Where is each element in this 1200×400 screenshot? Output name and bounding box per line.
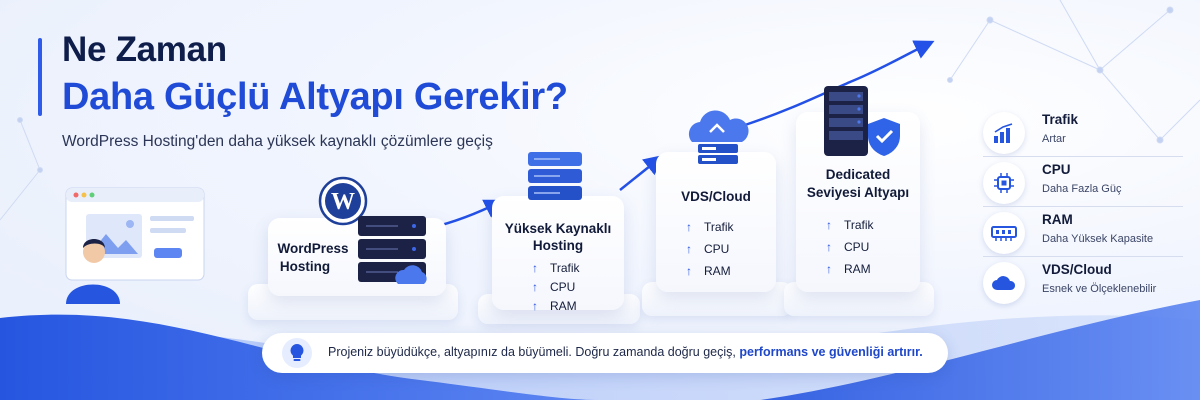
tip-banner: Projeniz büyüdükçe, altyapınız da büyüme… (262, 333, 948, 373)
stage2-feature-cpu: ↑CPU (532, 279, 576, 294)
lightbulb-icon (282, 338, 312, 368)
sidebar-title-vds-cloud: VDS/Cloud (1042, 262, 1112, 277)
stage2-title-b: Hosting (532, 238, 584, 253)
page-title-line2: Daha Güçlü Altyapı Gerekir? (62, 76, 568, 118)
stage4-card: Dedicated Seviyesi Altyapı ↑Trafik ↑CPU … (796, 112, 920, 292)
cpu-icon (983, 162, 1025, 204)
sidebar-divider (983, 256, 1183, 257)
ram-icon (983, 212, 1025, 254)
sidebar-item-trafik: Trafik Artar (983, 110, 1183, 158)
sidebar-divider (983, 156, 1183, 157)
stage2-features: ↑Trafik ↑CPU ↑RAM (532, 258, 580, 315)
stage2-feature-trafik: ↑Trafik (532, 260, 580, 275)
svg-text:W: W (331, 189, 355, 215)
browser-person-illustration (65, 187, 205, 304)
sidebar-sub-vds-cloud: Esnek ve Ölçeklenebilir (1042, 283, 1157, 295)
title-accent-bar (38, 38, 42, 116)
stage4-feature-ram: ↑RAM (826, 262, 871, 276)
stage4-feature-trafik: ↑Trafik (826, 218, 874, 232)
stage3-feature-cpu: ↑CPU (686, 242, 730, 256)
cloud-server-icon (688, 110, 749, 164)
stage2-feature-ram: ↑RAM (532, 298, 577, 313)
blue-server-icon (528, 152, 582, 200)
stage3-feature-trafik: ↑Trafik (686, 220, 734, 234)
sidebar-title-cpu: CPU (1042, 162, 1071, 177)
bar-chart-icon (983, 112, 1025, 154)
wordpress-logo-icon: W (318, 176, 368, 226)
page-subtitle: WordPress Hosting'den daha yüksek kaynak… (62, 133, 493, 150)
tip-text: Projeniz büyüdükçe, altyapınız da büyüme… (328, 345, 923, 359)
stage2-title-a: Yüksek Kaynaklı (504, 221, 612, 236)
sidebar-item-vds-cloud: VDS/Cloud Esnek ve Ölçeklenebilir (983, 260, 1183, 308)
tip-text-main: Projeniz büyüdükçe, altyapınız da büyüme… (328, 345, 736, 359)
stage4-title-b: Seviyesi Altyapı (806, 185, 910, 200)
sidebar-item-ram: RAM Daha Yüksek Kapasite (983, 210, 1183, 258)
cloud-icon (983, 262, 1025, 304)
sidebar-title-ram: RAM (1042, 212, 1073, 227)
stage4-features: ↑Trafik ↑CPU ↑RAM (826, 214, 874, 280)
tip-text-highlight: performans ve güvenliği artırır. (739, 345, 923, 359)
dedicated-server-shield-icon (824, 86, 900, 156)
stage1-title-b: Hosting (279, 259, 331, 274)
page-title-line1: Ne Zaman (62, 30, 227, 69)
sidebar-sub-cpu: Daha Fazla Güç (1042, 183, 1122, 195)
stage2-card: Yüksek Kaynaklı Hosting ↑Trafik ↑CPU ↑RA… (492, 196, 624, 313)
server-stack-icon (358, 216, 427, 284)
sidebar-sub-trafik: Artar (1042, 133, 1066, 145)
sidebar-sub-ram: Daha Yüksek Kapasite (1042, 233, 1154, 245)
stage3-feature-ram: ↑RAM (686, 264, 731, 278)
stage3-title-a: VDS/Cloud (681, 189, 751, 204)
stage1-title-a: WordPress (277, 241, 349, 256)
stage3-features: ↑Trafik ↑CPU ↑RAM (686, 216, 734, 282)
stage4-feature-cpu: ↑CPU (826, 240, 870, 254)
sidebar-divider (983, 206, 1183, 207)
sidebar-item-cpu: CPU Daha Fazla Güç (983, 160, 1183, 208)
stage4-title-a: Dedicated (825, 167, 891, 182)
sidebar-title-trafik: Trafik (1042, 112, 1079, 127)
stage3-card: VDS/Cloud ↑Trafik ↑CPU ↑RAM (656, 152, 776, 292)
